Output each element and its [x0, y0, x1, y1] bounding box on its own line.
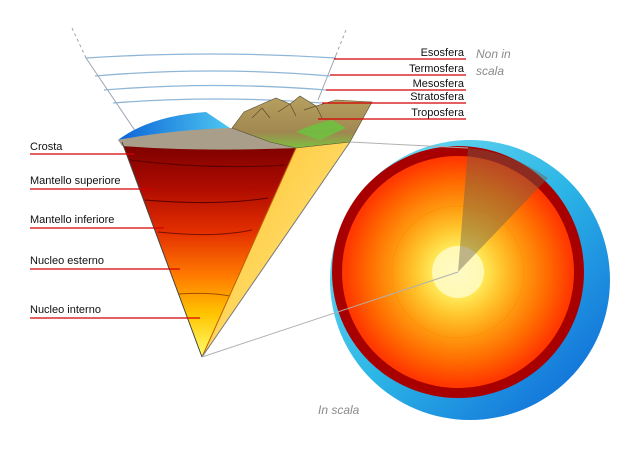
label-lower-mantle: Mantello inferiore [30, 214, 114, 226]
mesosphere-arc [103, 84, 327, 91]
connector-top [349, 141, 469, 149]
earth-sphere [201, 140, 610, 420]
sphere-wedge-cutout [458, 148, 548, 272]
ocean [118, 112, 230, 140]
label-crust: Crosta [30, 141, 63, 153]
label-outer-core: Nucleo esterno [30, 255, 104, 267]
thermosphere-arc [94, 70, 331, 77]
note-to-scale: In scala [318, 403, 360, 417]
cone-left-face [122, 142, 296, 357]
label-upper-mantle: Mantello superiore [30, 175, 121, 187]
label-thermosphere: Termosfera [409, 63, 465, 75]
label-inner-core: Nucleo interno [30, 304, 101, 316]
exosphere-arc [85, 53, 337, 59]
crust-cone [118, 95, 373, 358]
sphere-outer-core-boundary [391, 205, 525, 339]
note-not-to-scale-line2: scala [476, 64, 504, 78]
atmosphere-label-group: Esosfera Termosfera Mesosfera Stratosfer… [318, 47, 466, 120]
stratosphere-arc [112, 98, 323, 104]
label-stratosphere: Stratosfera [410, 91, 465, 103]
label-exosphere: Esosfera [421, 47, 465, 59]
note-not-to-scale-line1: Non in [476, 47, 511, 61]
label-mesosphere: Mesosfera [413, 78, 465, 90]
connector-bottom [201, 271, 459, 358]
label-troposphere: Troposfera [411, 107, 465, 119]
interior-label-group: Crosta Mantello superiore Mantello infer… [30, 141, 200, 319]
